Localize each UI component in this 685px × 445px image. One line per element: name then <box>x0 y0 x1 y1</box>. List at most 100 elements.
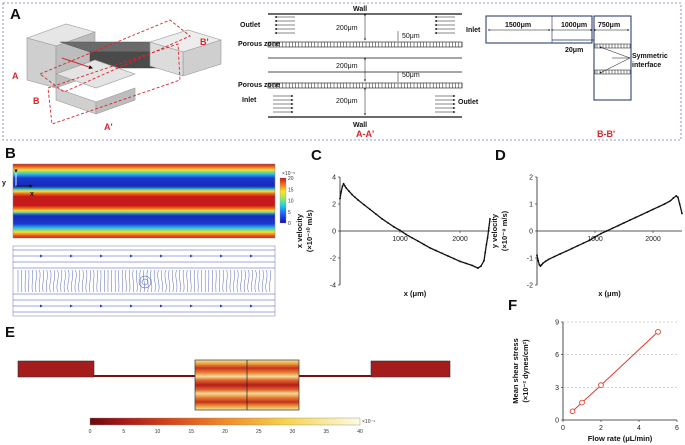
series-line <box>572 331 659 412</box>
y-tick-label: 3 <box>555 385 559 392</box>
panel-label-d: D <box>495 147 506 164</box>
stream-arrow <box>100 304 103 308</box>
streamline <box>182 269 185 293</box>
y-tick-label: 0 <box>555 418 559 425</box>
stream-arrow <box>130 304 133 308</box>
streamline <box>92 269 95 293</box>
colorbar-e-tick: 35 <box>323 429 329 435</box>
colorbar-b-tick: 10 <box>288 199 294 205</box>
stream-arrow <box>100 254 103 258</box>
streamline <box>179 269 181 293</box>
data-point <box>547 258 550 261</box>
colorbar-b <box>279 177 287 224</box>
data-point <box>341 185 344 188</box>
streamline <box>219 269 221 293</box>
streamline <box>261 269 264 293</box>
data-point <box>628 219 631 222</box>
data-point <box>387 222 389 224</box>
stream-arrow <box>70 254 73 258</box>
data-point <box>569 408 576 415</box>
y-axis-label-line: x velocity <box>295 213 304 248</box>
inlet-top-label: Inlet <box>466 27 481 34</box>
stream-arrow <box>160 304 163 308</box>
dim-1000: 1000μm <box>561 22 587 29</box>
data-point <box>559 253 562 255</box>
streamline <box>236 269 239 293</box>
streamline <box>67 269 70 293</box>
data-point <box>417 240 419 243</box>
data-point <box>640 213 643 216</box>
streamline <box>28 269 30 293</box>
iso-label-a-prime: A' <box>104 122 113 132</box>
streamline <box>190 269 192 293</box>
dim-1500: 1500μm <box>505 22 531 29</box>
dim-750: 750μm <box>598 22 620 29</box>
stream-arrow <box>130 254 133 258</box>
streamline <box>168 269 171 293</box>
data-point <box>669 199 672 202</box>
streamline <box>251 269 253 293</box>
data-point <box>369 208 371 211</box>
y-axis-label-line: Mean shear stress <box>511 338 520 403</box>
data-point <box>348 190 350 193</box>
data-point <box>459 260 461 263</box>
streamline <box>85 269 88 293</box>
colorbar-e-exp: ×10⁻⁴ <box>362 419 375 425</box>
data-point <box>429 246 431 249</box>
y-tick-label: 0 <box>529 229 533 236</box>
streamline <box>146 269 149 293</box>
streamline <box>129 269 131 293</box>
iso-label-b: B <box>33 96 40 106</box>
data-point <box>672 197 675 199</box>
data-point <box>539 265 542 267</box>
data-point <box>544 260 547 263</box>
streamline <box>139 269 142 293</box>
wall-bottom-label: Wall <box>353 122 367 129</box>
streamline <box>157 269 160 293</box>
data-point <box>342 182 345 185</box>
streamline <box>233 269 235 293</box>
data-point <box>652 208 654 211</box>
data-point <box>675 195 678 197</box>
stream-arrow <box>220 304 223 308</box>
streamline <box>125 269 127 293</box>
stream-arrow <box>40 254 43 258</box>
streamline <box>136 269 138 293</box>
streamline <box>60 269 63 293</box>
data-point <box>375 213 377 216</box>
dim-200-mid: 200μm <box>336 63 358 70</box>
data-point <box>485 243 488 246</box>
streamline <box>186 269 188 293</box>
colorbar-b-tick: 15 <box>288 187 294 193</box>
data-point <box>579 399 585 406</box>
y-axis-label: Mean shear stress(×10⁻² dynes/cm²) <box>511 338 530 403</box>
streamline <box>132 269 134 293</box>
streamline <box>240 269 243 293</box>
dim-200-bot: 200μm <box>336 98 358 105</box>
x-tick-label: 2000 <box>452 236 468 243</box>
data-point <box>598 382 604 389</box>
data-point <box>435 249 437 252</box>
stream-arrow <box>70 304 73 308</box>
inlet-bottom-label: Inlet <box>242 97 257 104</box>
y-axis-label: x velocity(×10⁻¹⁰ m/s) <box>295 209 314 252</box>
y-tick-label: -1 <box>527 256 533 263</box>
iso-label-a: A <box>12 71 19 81</box>
streamline <box>153 269 156 293</box>
streamline <box>269 269 271 293</box>
data-point <box>657 205 660 208</box>
data-point <box>447 255 449 257</box>
stream-arrow <box>250 254 253 258</box>
x-axis-label: x (μm) <box>598 289 621 298</box>
y-tick-label: 4 <box>332 175 336 182</box>
series-line <box>536 195 683 268</box>
y-axis-label-line: y velocity <box>490 213 499 248</box>
data-point <box>351 193 353 196</box>
streamline <box>243 269 246 293</box>
streamline <box>46 269 48 293</box>
stream-arrow <box>220 254 223 258</box>
dim-200-top: 200μm <box>336 25 358 32</box>
